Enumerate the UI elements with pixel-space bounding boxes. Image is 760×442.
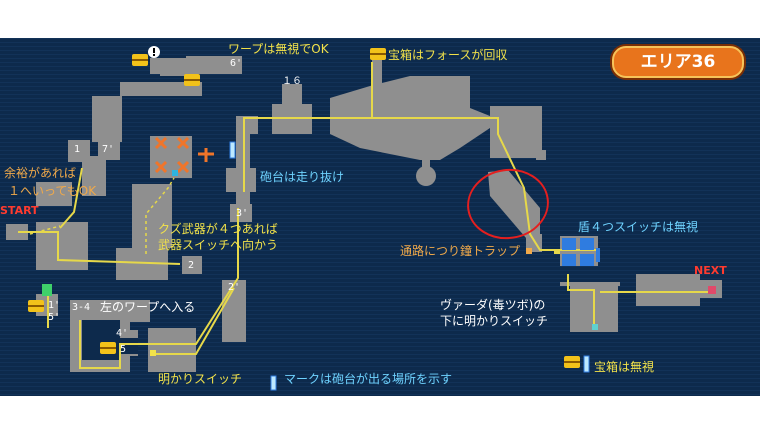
chest-icon <box>100 342 116 354</box>
warning-icon <box>148 46 160 58</box>
label-chest-force: 宝箱はフォースが回収 <box>388 48 508 62</box>
room-number: 3' <box>236 208 249 219</box>
label-shield-switch: 盾４つスイッチは無視 <box>578 220 699 234</box>
label-turret-run: 砲台は走り抜け <box>260 170 345 184</box>
label-spare2: １へいってもOK <box>8 184 97 198</box>
room-number: 6' <box>230 58 243 69</box>
room-number: 3‐4 <box>72 302 91 313</box>
label-spare: 余裕があれば <box>4 166 77 180</box>
light-switch-marker-left <box>150 350 156 356</box>
label-next: NEXT <box>694 264 727 277</box>
bell-trap-marker <box>526 248 532 254</box>
room-number: 2 <box>188 260 195 271</box>
chest-icon <box>370 48 386 60</box>
chest-icon <box>564 356 580 368</box>
label-start: START <box>0 204 39 217</box>
turret-markers <box>229 141 590 391</box>
warp-pad <box>42 284 52 296</box>
room-number: 5 <box>120 344 127 355</box>
room-number: 2' <box>228 282 241 293</box>
next-marker <box>708 286 716 294</box>
map-canvas <box>0 38 760 396</box>
light-switch-marker <box>592 324 598 330</box>
label-weapon-switch: 武器スイッチへ向かう <box>158 238 279 252</box>
label-varda2: 下に明かりスイッチ <box>440 314 549 328</box>
dashed-path <box>29 177 175 254</box>
area-map: エリア36 ワープは無視でOK 宝箱はフォースが回収 余裕があれば １へいっても… <box>0 38 760 396</box>
label-left-warp: 左のワープへ入る <box>100 300 196 314</box>
label-light-switch: 明かりスイッチ <box>158 372 243 386</box>
battle-marks <box>154 136 214 174</box>
room-number: 7' <box>102 144 115 155</box>
chest-icon <box>132 54 148 66</box>
cyan-switch <box>172 170 178 176</box>
room-number: 4' <box>116 328 129 339</box>
room-number: 5' <box>48 312 61 323</box>
room-number: 1' <box>48 300 61 311</box>
label-hanging-trap: 通路につり鐘トラップ <box>400 244 521 258</box>
area-badge: エリア36 <box>612 46 744 78</box>
room-number: 1 <box>74 144 81 155</box>
label-warp-ignore: ワープは無視でOK <box>228 42 329 56</box>
label-chest-ignore: 宝箱は無視 <box>594 360 655 374</box>
room-number: １６ <box>282 76 302 87</box>
chest-icon <box>184 74 200 86</box>
label-turret-mark: マークは砲台が出る場所を示す <box>284 372 453 386</box>
chest-icon <box>28 300 44 312</box>
highlight-circle <box>467 168 549 240</box>
shield-switches <box>554 238 600 266</box>
label-junk-weapon: クズ武器が４つあれば <box>158 222 278 236</box>
label-varda1: ヴァーダ(毒ツボ)の <box>440 298 546 312</box>
